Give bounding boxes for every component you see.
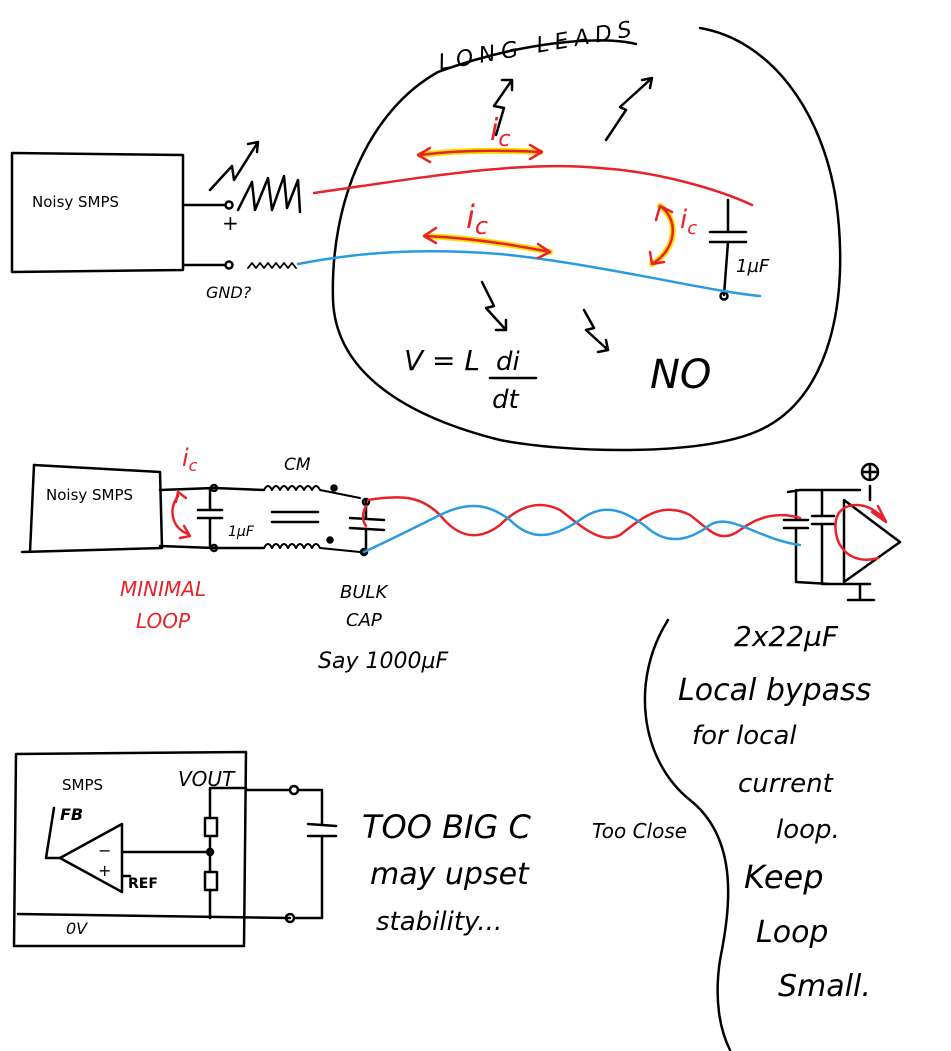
- bulk-cap-loop-arrow: [361, 504, 368, 528]
- note-line-8: Small.: [778, 969, 871, 1004]
- smps-label-1: Noisy SMPS: [32, 193, 119, 211]
- note-line-7: Loop: [756, 915, 828, 950]
- equation-den: dt: [492, 385, 520, 415]
- cm-choke-bot: [263, 543, 361, 553]
- note-divider: [643, 618, 732, 1051]
- smps-label-2: Noisy SMPS: [46, 486, 133, 504]
- section-stability: [12, 750, 338, 948]
- note-line-3: for local: [692, 721, 797, 751]
- cap-current-label: ic: [680, 205, 697, 239]
- positive-lead-wire: [312, 164, 754, 207]
- amp-triangle: [842, 498, 902, 584]
- opamp-minus: −: [98, 841, 111, 860]
- opamp-plus: +: [98, 861, 111, 880]
- ground-lead-wire: [296, 250, 762, 298]
- note-line-1: 2x22µF: [734, 620, 839, 653]
- section-long-leads: [10, 26, 842, 452]
- vout-label: VOUT: [178, 767, 236, 791]
- bulk-cap-value: Say 1000µF: [318, 649, 448, 674]
- smps-label-3: SMPS: [62, 776, 103, 794]
- opamp-triangle: [58, 822, 124, 894]
- cm-choke-top: [263, 485, 361, 499]
- warning-too-close: Too Close: [592, 819, 687, 843]
- output-cap: [294, 788, 338, 920]
- lightning-arrow-4: [480, 280, 508, 332]
- lightning-arrow-3: [604, 76, 654, 142]
- plus-supply-symbol: [860, 462, 880, 482]
- verdict-no: NO: [650, 352, 711, 398]
- cap-1uf-label: 1µF: [736, 256, 770, 277]
- lightning-arrow-5: [582, 308, 610, 354]
- vout-rail: [208, 788, 292, 920]
- current-label-mid: ic: [466, 198, 488, 240]
- twisted-pair-blue: [362, 504, 802, 554]
- ref-label: REF: [128, 876, 158, 892]
- note-line-2: Local bypass: [678, 673, 871, 708]
- cm-choke-core: [270, 510, 320, 524]
- bulk-cap-label-1: BULK: [340, 582, 389, 603]
- cap-1uf-lead-bot: [722, 240, 730, 297]
- current-label-top: ic: [490, 113, 510, 152]
- minimal-loop-label-1: MINIMAL: [120, 577, 206, 601]
- warning-line-3: stability...: [376, 907, 502, 937]
- note-line-4: current: [738, 769, 834, 799]
- fb-label: FB: [60, 805, 83, 824]
- equation-lhs: V = L: [404, 344, 480, 377]
- long-leads-bubble: [331, 26, 842, 452]
- current-label-s2: ic: [182, 444, 198, 475]
- minimal-loop-label-2: LOOP: [136, 609, 191, 633]
- minimal-loop-arrow: [171, 490, 192, 540]
- local-loop-arrow: [834, 503, 888, 561]
- note-line-5: loop.: [776, 815, 840, 845]
- cap-1uf-2: [196, 486, 224, 550]
- bulk-cap-label-2: CAP: [346, 610, 382, 631]
- equation-num: di: [496, 347, 521, 377]
- lightning-arrow-2: [492, 78, 514, 137]
- smps-box-2: [20, 463, 164, 554]
- current-arrow-1: [416, 143, 544, 164]
- smps-box-1: [10, 151, 185, 274]
- plus-sign-1: +: [222, 211, 239, 235]
- zero-v-label: 0V: [66, 919, 88, 938]
- current-arrow-2: [422, 226, 552, 260]
- bubble-title: LONG LEADS: [437, 16, 640, 76]
- divider-resistor-bot: [203, 870, 219, 892]
- twisted-pair-red: [366, 495, 802, 539]
- cap-1uf-label-2: 1µF: [228, 524, 255, 540]
- cap-current-arrow: [648, 204, 674, 266]
- gnd-label: GND?: [206, 283, 252, 302]
- load-caps: [782, 488, 876, 602]
- divider-resistor-top: [203, 816, 219, 838]
- warning-line-2: may upset: [370, 857, 530, 892]
- warning-line-1: TOO BIG C: [362, 808, 531, 846]
- fb-wire: [44, 806, 62, 860]
- noise-zigzag: [236, 174, 302, 214]
- smps-box-3: [12, 750, 248, 948]
- lightning-arrow-1: [208, 140, 260, 192]
- gnd-noise: [247, 262, 297, 269]
- note-line-6: Keep: [744, 858, 824, 896]
- cm-label: CM: [284, 455, 311, 475]
